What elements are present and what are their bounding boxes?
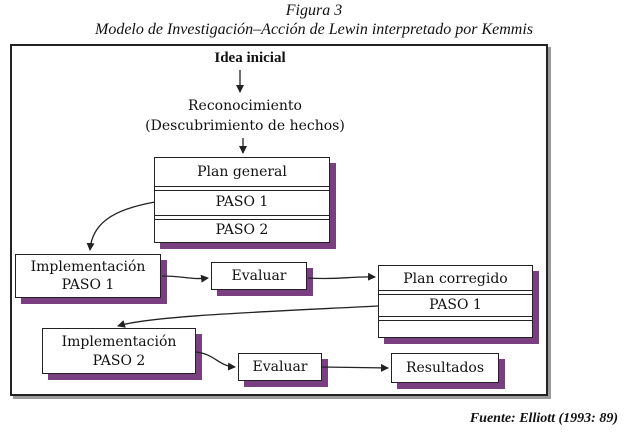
plan-corregido-separator <box>379 294 532 295</box>
plan-corregido-separator <box>379 320 532 321</box>
implementacion-paso-1-step: PASO 1 <box>61 277 115 293</box>
evaluar-2-box: Evaluar <box>238 353 322 381</box>
plan-corregido-paso-1: PASO 1 <box>429 297 482 313</box>
plan-corregido-box: Plan corregido PASO 1 <box>378 265 533 338</box>
plan-general-label: Plan general <box>197 164 287 180</box>
figure-source: Fuente: Elliott (1993: 89) <box>469 411 618 426</box>
implementacion-paso-1-box: Implementación PASO 1 <box>15 254 161 298</box>
implementacion-paso-2-label: Implementación <box>61 334 177 350</box>
evaluar-2-label: Evaluar <box>252 359 308 375</box>
implementacion-paso-1-label: Implementación <box>30 259 146 275</box>
plan-general-separator <box>155 219 329 220</box>
implementacion-paso-2-box: Implementación PASO 2 <box>42 328 196 374</box>
resultados-box: Resultados <box>391 353 499 383</box>
plan-corregido-label: Plan corregido <box>403 271 508 287</box>
implementacion-paso-2-step: PASO 2 <box>92 353 146 369</box>
idea-inicial-label: Idea inicial <box>214 50 286 66</box>
evaluar-1-box: Evaluar <box>211 262 307 290</box>
plan-general-separator <box>155 190 329 191</box>
plan-general-box: Plan general PASO 1 PASO 2 <box>154 157 330 243</box>
evaluar-1-label: Evaluar <box>231 268 287 284</box>
plan-general-paso-1: PASO 1 <box>215 194 269 210</box>
plan-corregido-separator <box>379 316 532 317</box>
resultados-label: Resultados <box>405 360 485 376</box>
plan-general-separator <box>155 215 329 216</box>
reconocimiento-subtitle: (Descubrimiento de hechos) <box>145 118 345 134</box>
plan-general-separator <box>155 186 329 187</box>
figure-title: Modelo de Investigación–Acción de Lewin … <box>95 21 533 38</box>
figure-number: Figura 3 <box>285 2 343 19</box>
reconocimiento-label: Reconocimiento <box>188 98 302 114</box>
plan-corregido-separator <box>379 290 532 291</box>
plan-general-paso-2: PASO 2 <box>215 222 269 238</box>
